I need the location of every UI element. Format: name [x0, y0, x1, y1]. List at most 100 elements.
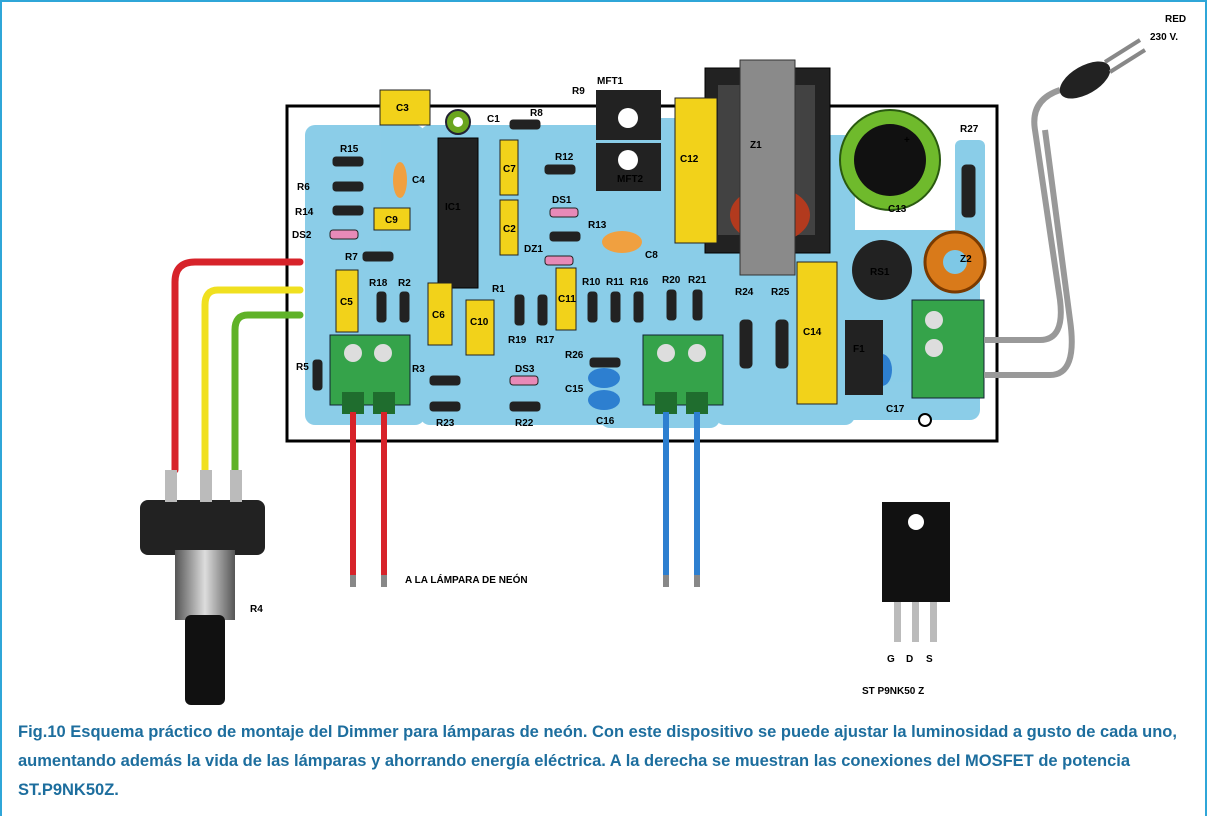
r19-label: R19	[508, 335, 527, 346]
svg-text:+: +	[904, 135, 910, 146]
pin-drain-label: D	[906, 654, 913, 665]
figure-caption: Fig.10 Esquema práctico de montaje del D…	[18, 723, 1177, 799]
resistor-r7	[362, 251, 394, 262]
capacitor-c2	[499, 199, 519, 256]
fuse-f1: F1	[845, 320, 883, 395]
diode-ds3	[509, 375, 539, 386]
resistor-r16	[633, 291, 644, 323]
r20-label: R20	[662, 275, 681, 286]
rs1-label: RS1	[870, 267, 890, 278]
resistor-r11	[610, 291, 621, 323]
r13-label: R13	[588, 220, 607, 231]
resistor-r3	[429, 375, 461, 386]
pin-source-label: S	[926, 654, 933, 665]
f1-label: F1	[853, 344, 865, 355]
capacitor-c14	[796, 261, 838, 405]
terminal-block-lamp	[642, 334, 724, 414]
r27-label: R27	[960, 124, 979, 135]
z2-label: Z2	[960, 254, 972, 265]
mains-cable	[984, 87, 1075, 378]
c8-label: C8	[645, 250, 658, 261]
resistor-r12	[544, 164, 576, 175]
capacitor-c12	[674, 97, 718, 244]
lamp-wires	[350, 412, 700, 575]
ic1-label: IC1	[445, 202, 461, 213]
r12-label: R12	[555, 152, 574, 163]
pin-gate-label: G	[887, 654, 895, 665]
c1-label: C1	[487, 114, 500, 125]
capacitor-c4	[393, 162, 407, 198]
c4-label: C4	[412, 175, 425, 186]
terminal-block-mains	[911, 299, 985, 399]
mft2-label: MFT2	[617, 174, 644, 185]
r26-label: R26	[565, 350, 584, 361]
ds2-label: DS2	[292, 230, 312, 241]
c13-label: C13	[888, 204, 907, 215]
r17-label: R17	[536, 335, 555, 346]
r16-label: R16	[630, 277, 649, 288]
resistor-r21	[692, 289, 703, 321]
capacitor-c8	[602, 231, 642, 253]
r24-label: R24	[735, 287, 754, 298]
mosfet-pinout: G D S ST P9NK50 Z	[862, 502, 950, 697]
ds1-label: DS1	[552, 195, 572, 206]
r10-label: R10	[582, 277, 601, 288]
r5-label: R5	[296, 362, 309, 373]
capacitor-c13: + C13	[839, 109, 941, 215]
diode-ds2	[329, 229, 359, 240]
r25-label: R25	[771, 287, 790, 298]
bridge-rs1: RS1	[852, 240, 912, 300]
z1-label: Z1	[750, 140, 762, 151]
c2-label: C2	[503, 224, 516, 235]
transformer-z1: Z1	[704, 59, 831, 276]
terminal-block-potentiometer	[329, 334, 411, 414]
c6-label: C6	[432, 310, 445, 321]
c5-label: C5	[340, 297, 353, 308]
r2-label: R2	[398, 278, 411, 289]
r18-label: R18	[369, 278, 388, 289]
c14-label: C14	[803, 327, 822, 338]
r15-label: R15	[340, 144, 359, 155]
c15-label: C15	[565, 384, 584, 395]
ds3-label: DS3	[515, 364, 535, 375]
resistor-r2	[399, 291, 410, 323]
c11-label: C11	[558, 294, 576, 305]
r8-label: R8	[530, 108, 543, 119]
ic-ic1: IC1	[437, 109, 479, 289]
resistor-r15	[332, 156, 364, 167]
r14-label: R14	[295, 207, 314, 218]
transistor-name: ST P9NK50 Z	[862, 686, 924, 697]
mains-plug	[1059, 38, 1147, 99]
capacitor-c15	[588, 368, 620, 388]
resistor-r23	[429, 401, 461, 412]
resistors	[312, 119, 976, 412]
c3-label: C3	[396, 103, 409, 114]
c16-label: C16	[596, 416, 615, 427]
lamp-label: A LA LÁMPARA DE NEÓN	[405, 573, 528, 586]
inductor-z2: Z2	[923, 230, 987, 294]
potentiometer-wires	[171, 258, 304, 474]
resistor-r22	[509, 401, 541, 412]
pcb-assembly-diagram: Z1 C12 MFT1 MFT2 R9 IC1 C3 C7 C2 C9	[140, 14, 1186, 705]
resistor-r18	[376, 291, 387, 323]
r7-label: R7	[345, 252, 358, 263]
resistor-r13	[549, 231, 581, 242]
dz1-label: DZ1	[524, 244, 543, 255]
r21-label: R21	[688, 275, 707, 286]
capacitor-c7	[499, 139, 519, 196]
diode-ds1	[549, 207, 579, 218]
capacitor-c11	[555, 267, 577, 331]
r22-label: R22	[515, 418, 534, 429]
mosfet-mft1: MFT1	[596, 76, 661, 140]
mains-label-line1: RED	[1165, 14, 1186, 25]
r6-label: R6	[297, 182, 310, 193]
resistor-r27	[961, 164, 976, 218]
capacitor-c3	[379, 89, 431, 126]
resistor-r14	[332, 205, 364, 216]
resistor-r25	[775, 319, 789, 369]
r1-label: R1	[492, 284, 505, 295]
c9-label: C9	[385, 215, 398, 226]
diode-dz1	[544, 255, 574, 266]
resistor-r19	[514, 294, 525, 326]
